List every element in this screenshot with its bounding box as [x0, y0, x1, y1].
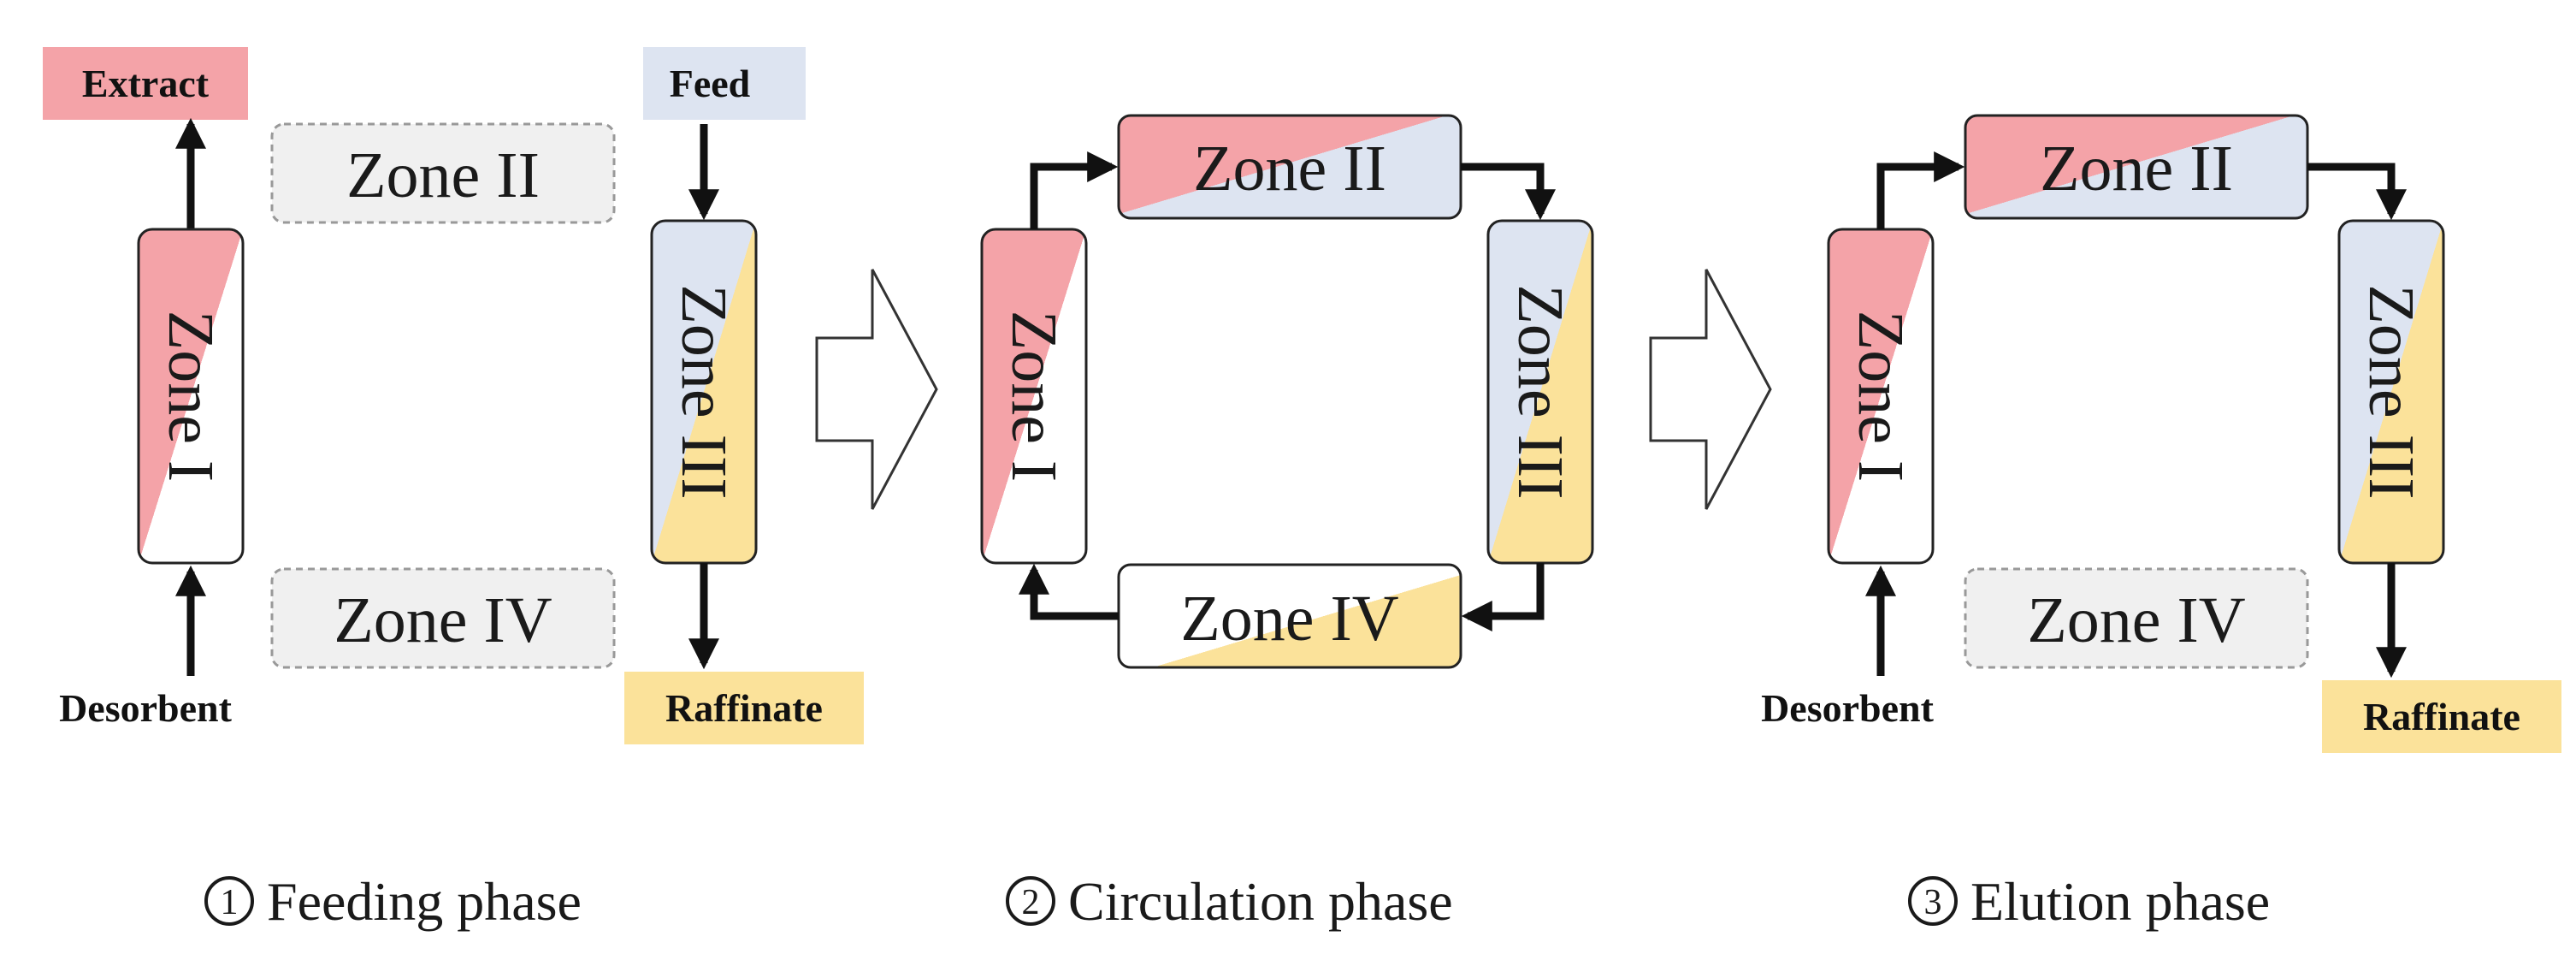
zone4-inactive	[270, 567, 616, 669]
zone4-label: Zone IV	[2027, 584, 2245, 656]
arrow-zone4-to-zone1	[1019, 563, 1119, 620]
feed-label-bg	[643, 47, 806, 120]
panel-elution: Zone I Desorbent Zone II Zone III Zone I…	[1761, 114, 2561, 753]
arrow-zone2-to-zone3	[2307, 163, 2407, 221]
panel-circulation: Zone I Zone II Zone III Zone IV	[980, 114, 1594, 669]
arrow-zone1-to-zone2	[1876, 151, 1965, 229]
phase-arrow-1	[815, 269, 938, 510]
zone2-inactive	[270, 122, 616, 224]
raffinate-label: Raffinate	[665, 686, 823, 730]
zone4-label: Zone IV	[334, 584, 552, 656]
phase-number: 2	[1022, 883, 1040, 922]
extract-label-bg	[43, 47, 248, 120]
phase-number-circle	[1006, 876, 1055, 926]
arrow-zone2-to-zone3	[1461, 163, 1556, 221]
phase-arrow-2	[1649, 269, 1772, 510]
zone3-label: Zone III	[2355, 284, 2427, 499]
extract-label: Extract	[82, 62, 210, 105]
zone3-label: Zone III	[668, 284, 740, 499]
phase-name: Circulation phase	[1068, 871, 1453, 932]
feed-label: Feed	[670, 62, 751, 105]
zone1-label: Zone I	[155, 311, 227, 482]
raffinate-label-bg	[624, 672, 864, 744]
zone4-label: Zone IV	[1180, 583, 1398, 655]
raffinate-label: Raffinate	[2363, 695, 2520, 738]
phase-number: 3	[1924, 883, 1942, 922]
zone3-label: Zone III	[1504, 284, 1576, 499]
zone4-inactive	[1964, 567, 2309, 669]
phase-number-circle	[1908, 876, 1958, 926]
zone1-label: Zone I	[1845, 311, 1917, 482]
caption-feeding: 1 Feeding phase	[204, 871, 582, 932]
phase-name: Feeding phase	[267, 871, 582, 932]
phase-name: Elution phase	[1970, 871, 2270, 932]
zone1-column	[137, 228, 245, 565]
raffinate-label-bg	[2322, 680, 2561, 753]
panel-feeding: Extract Zone I Desorbent Zone II Zone IV…	[43, 47, 864, 744]
zone1-label: Zone I	[998, 311, 1070, 482]
arrow-zone1-to-zone2	[1030, 151, 1119, 229]
phase-number: 1	[221, 883, 239, 922]
arrow-zone3-to-zone4	[1461, 563, 1545, 631]
desorbent-label: Desorbent	[59, 686, 233, 730]
caption-elution: 3 Elution phase	[1908, 871, 2270, 932]
zone2-label: Zone II	[1193, 133, 1386, 204]
zone2-label: Zone II	[346, 139, 540, 211]
desorbent-label: Desorbent	[1761, 686, 1935, 730]
phase-number-circle	[204, 876, 254, 926]
caption-circulation: 2 Circulation phase	[1006, 871, 1453, 932]
zone2-label: Zone II	[2040, 133, 2233, 204]
